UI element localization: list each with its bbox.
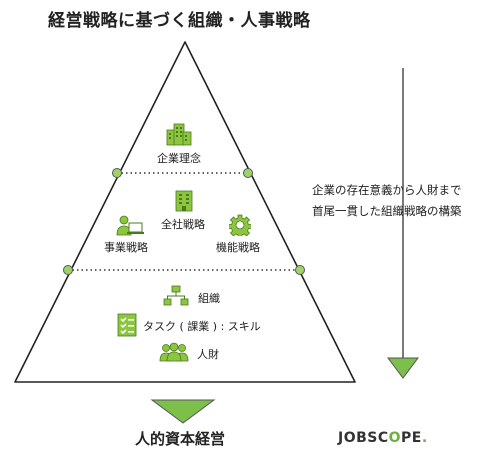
side-note: 企業の存在意義から人財まで 首尾一貫した組織戦略の構築 xyxy=(312,180,462,222)
side-note-line-2: 首尾一貫した組織戦略の構築 xyxy=(312,204,462,218)
side-note-line-1: 企業の存在意義から人財まで xyxy=(312,183,462,197)
tier-bottom-org-label: 組織 xyxy=(198,292,220,305)
vertical-arrow-head xyxy=(387,357,419,379)
divider-dot xyxy=(295,265,305,275)
tier-middle-right-label: 機能戦略 xyxy=(216,241,260,254)
tier-top-label: 企業理念 xyxy=(157,152,201,165)
divider-dot xyxy=(243,168,253,178)
people-icon xyxy=(159,342,189,362)
business-person-icon xyxy=(116,215,144,236)
bottom-arrow xyxy=(150,399,216,424)
tier-middle-center-label: 全社戦略 xyxy=(161,218,205,231)
jobscope-logo: JOBSCOPE. xyxy=(338,430,428,446)
tier-middle-left-label: 事業戦略 xyxy=(104,241,148,254)
tier-bottom-task-label: タスク ( 課業 ) : スキル xyxy=(143,320,261,333)
bottom-label: 人的資本経営 xyxy=(135,430,226,448)
divider-dot xyxy=(112,168,122,178)
buildings-icon xyxy=(166,123,192,146)
divider-dot xyxy=(63,265,73,275)
checklist-icon xyxy=(117,313,137,337)
pyramid-outline xyxy=(14,41,356,383)
tier-bottom-people-label: 人財 xyxy=(197,348,219,361)
building-icon xyxy=(175,190,193,212)
org-chart-icon xyxy=(163,285,189,306)
gear-icon xyxy=(229,214,251,236)
page-title: 経営戦略に基づく組織・人事戦略 xyxy=(48,11,311,31)
